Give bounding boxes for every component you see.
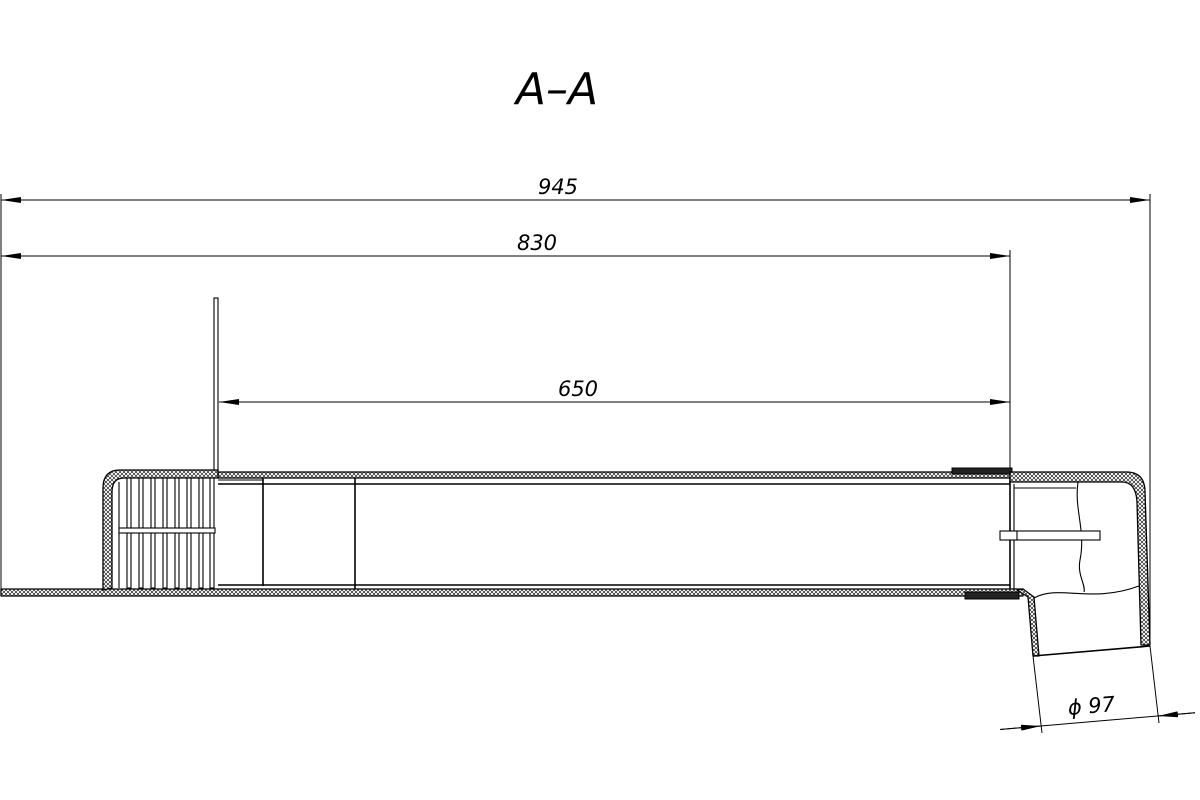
dimension-diameter: ϕ 97 [999,645,1196,734]
pipe-break-curve [1033,585,1140,599]
dimension-label-inner: 650 [558,377,598,401]
inlet-grate [102,469,219,591]
arrow-diameter-left [999,724,1042,731]
grate-crossbar [118,527,216,534]
pipe-bottom-edge [1032,645,1151,657]
top-clamp [951,467,1013,475]
dimension-inner: 650 [219,377,1010,405]
dimension-body: 830 [1,231,1011,470]
extension-line-pipe-left [1032,655,1043,734]
extension-line-pipe-right [1149,645,1160,724]
dimension-overall: 945 [0,175,1151,645]
section-title: A–A [513,64,598,115]
dimension-label-diameter: ϕ 97 [1067,692,1117,720]
outlet-elbow [999,471,1151,657]
grate-shell [102,469,219,591]
dimension-label-body: 830 [517,231,557,255]
elbow-outer-shell [1009,471,1151,646]
pipe-left-wall [1016,588,1040,657]
dimension-label-overall: 945 [538,175,578,199]
base-membrane [0,588,1024,597]
drain-tube [218,478,1015,589]
outlet-bar [999,530,1101,541]
bottom-clamp [964,591,1020,600]
top-plate [217,471,1011,479]
vertical-flange [213,297,219,473]
arrow-diameter-right [1157,711,1196,718]
elbow-break-line [1076,481,1085,593]
